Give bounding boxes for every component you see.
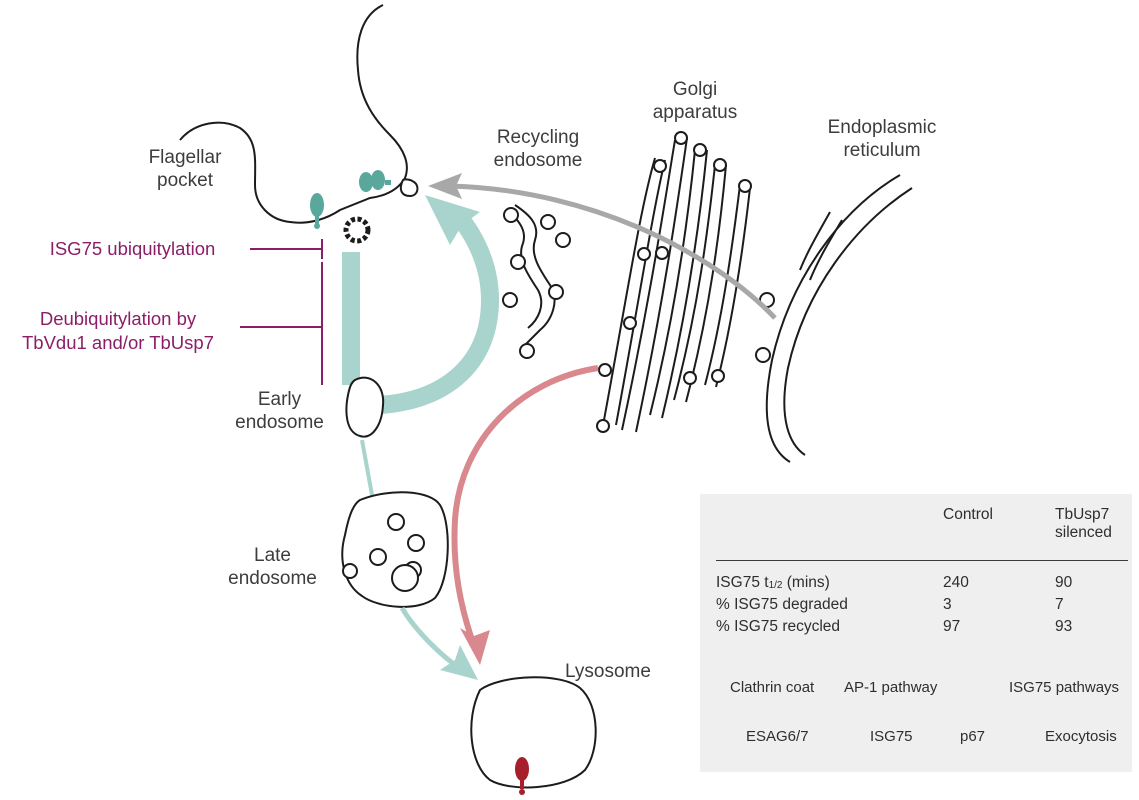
recycling-endosome-buds [502,207,571,359]
early-to-late-pathway [360,439,374,496]
table-divider [716,560,1128,561]
legend-esag67: ESAG6/7 [746,728,809,745]
row-silenced-value: 7 [1055,596,1064,613]
legend-ap1-pathway: AP-1 pathway [844,679,938,696]
row-label: % ISG75 recycled [716,618,841,635]
late-to-lysosome-pathway [399,606,464,673]
p67-marker [515,757,529,795]
early-endosome [345,376,385,438]
row-control-value: 240 [943,574,969,591]
recycling-arrowhead [425,195,480,245]
intraluminal-vesicles [342,513,425,592]
row-label: % ISG75 degraded [716,596,848,613]
endoplasmic-reticulum [755,174,913,463]
ap1-pathway-arrow [451,365,599,641]
label-lysosome: Lysosome [565,661,651,682]
recycling-pathway-arrow [379,212,500,414]
golgi-apparatus [596,131,752,433]
row-label: ISG75 t1/2 (mins) [716,574,830,591]
teal-lysosome-arrowhead [440,645,478,680]
row-silenced-value: 93 [1055,618,1073,635]
header-control: Control [943,506,993,523]
row-silenced-value: 90 [1055,574,1073,591]
lysosome [470,676,597,789]
legend-isg75-pathways: ISG75 pathways [1009,679,1120,696]
row-control-value: 97 [943,618,961,635]
clathrin-coated-pit [343,216,371,244]
isg75-in-pocket [310,193,324,229]
regulation-lines [240,239,323,385]
legend-clathrin-coat: Clathrin coat [730,679,815,696]
exocytosis-arrow [449,183,777,320]
row-control-value: 3 [943,596,952,613]
legend-p67: p67 [960,728,986,745]
annotation-isg75-ubiquitylation: ISG75 ubiquitylation [49,238,216,259]
legend-isg75: ISG75 [870,728,913,745]
exocytosis-arrowhead [428,173,462,199]
recycling-endosome [507,204,556,351]
ap1-arrowhead [460,628,490,665]
esag67-in-pocket [359,170,391,192]
cell-membrane [179,4,408,224]
pocket-budding-vesicle [399,178,419,198]
legend-exocytosis: Exocytosis [1045,728,1117,745]
late-endosome [341,491,449,608]
